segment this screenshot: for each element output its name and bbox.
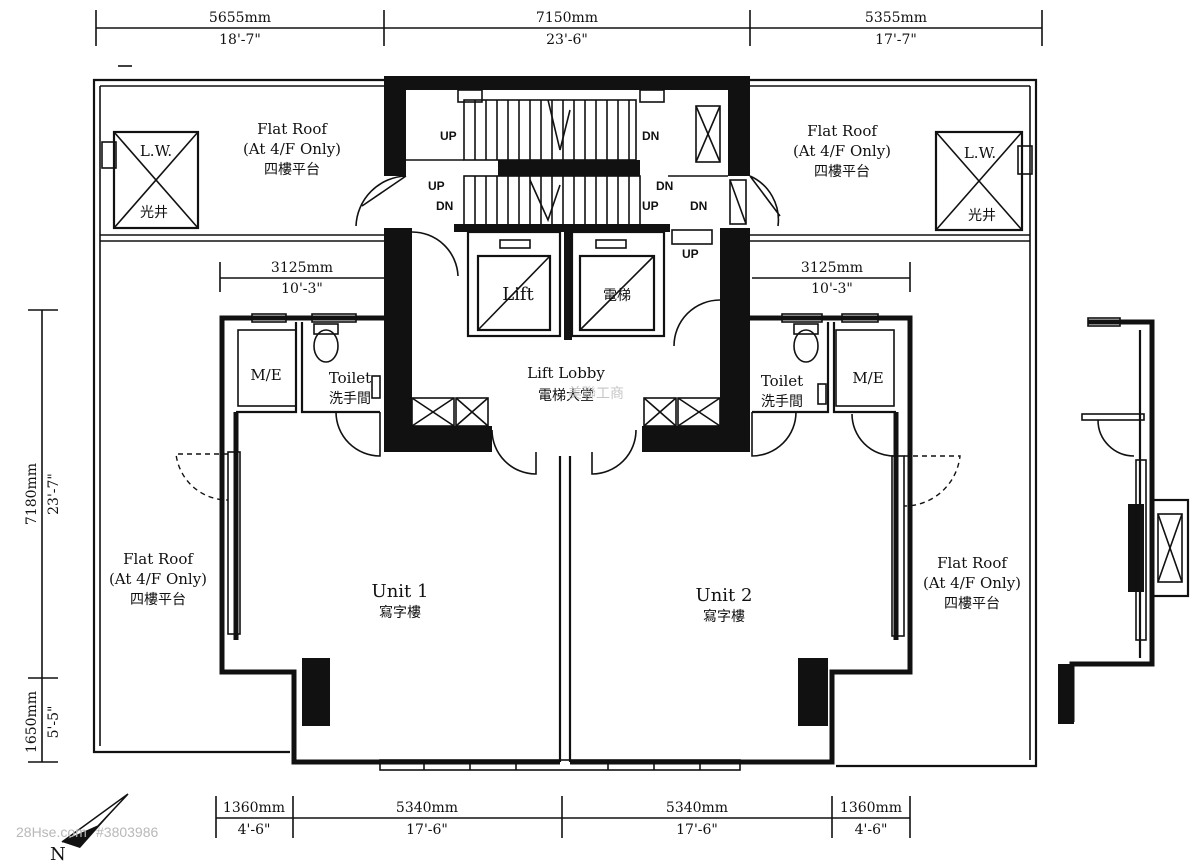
stair-dn-4: DN — [690, 199, 707, 213]
bottom-dim-4-mm: 1360mm — [840, 800, 902, 816]
bottom-dim-1-ft: 4'-6" — [238, 822, 271, 838]
stair-up-1: UP — [440, 129, 457, 143]
riser-duct-right-2 — [729, 179, 747, 225]
lift-label-zh: 電梯 — [603, 288, 631, 304]
core-window-right — [639, 89, 665, 103]
top-dim-2-ft: 23'-6" — [546, 32, 588, 48]
flat-roof-tl-subtitle: (At 4/F Only) — [243, 140, 341, 158]
top-dim-1-ft: 18'-7" — [219, 32, 261, 48]
unit1-balcony-door — [175, 453, 229, 501]
flat-roof-mr-zh: 四樓平台 — [944, 596, 1000, 612]
toilet-left-label-en: Toilet — [329, 369, 371, 387]
watermark-site: 28Hse.com — [16, 824, 87, 840]
stair-flights — [463, 99, 641, 227]
bottom-dim-3-ft: 17'-6" — [676, 822, 718, 838]
light-well-right — [934, 130, 1033, 232]
lobby-ducts — [411, 397, 721, 427]
lift-label-en: Lift — [502, 284, 534, 305]
flat-roof-tr-subtitle: (At 4/F Only) — [793, 142, 891, 160]
flat-roof-tl-zh: 四樓平台 — [264, 162, 320, 178]
inner-dim-left-mm: 3125mm — [271, 260, 333, 276]
stair-up-3: UP — [642, 199, 659, 213]
flat-roof-tr-zh: 四樓平台 — [814, 164, 870, 180]
lift-car-right — [570, 230, 666, 338]
top-dim-3-ft: 17'-7" — [875, 32, 917, 48]
flat-roof-tr-title: Flat Roof — [807, 122, 878, 140]
stair-dn-2: DN — [436, 199, 453, 213]
unit2-entry-door — [591, 429, 637, 475]
bottom-dim-4-ft: 4'-6" — [855, 822, 888, 838]
north-arrow-label: N — [50, 844, 66, 865]
light-well-left-zh: 光井 — [140, 205, 168, 221]
unit2-label-zh: 寫字樓 — [703, 608, 745, 625]
lobby-door-arc-left — [411, 231, 459, 277]
toilet-left-room — [236, 322, 381, 457]
unit1-column — [302, 658, 330, 726]
me-left-label: M/E — [250, 366, 281, 384]
inner-dimension-lines — [219, 262, 911, 292]
flat-roof-ml-title: Flat Roof — [123, 550, 194, 568]
top-dimension-line — [95, 10, 1043, 46]
light-well-right-en: L.W. — [964, 144, 996, 162]
toilet-right-room — [751, 322, 896, 457]
unit1-label-zh: 寫字樓 — [379, 604, 421, 621]
side-dim-main-ft: 23'-7" — [46, 473, 62, 515]
inner-dim-right-mm: 3125mm — [801, 260, 863, 276]
stair-door-left — [355, 175, 407, 227]
inner-dim-right-ft: 10'-3" — [811, 281, 853, 297]
riser-duct-right — [695, 105, 721, 163]
bottom-dim-1-mm: 1360mm — [223, 800, 285, 816]
flat-roof-ml-zh: 四樓平台 — [130, 592, 186, 608]
unit2-column — [798, 658, 828, 726]
lift-car-left — [466, 230, 562, 338]
inner-dim-left-ft: 10'-3" — [281, 281, 323, 297]
north-arrow-icon — [61, 793, 129, 848]
toilet-right-label-en: Toilet — [761, 372, 803, 390]
flat-roof-tl-title: Flat Roof — [257, 120, 328, 138]
lobby-door-arc-right — [673, 299, 721, 347]
bottom-dim-3-mm: 5340mm — [666, 800, 728, 816]
lobby-label-en: Lift Lobby — [527, 364, 605, 382]
stair-door-right — [749, 175, 781, 227]
light-well-left — [101, 130, 200, 230]
stair-dn-1: DN — [642, 129, 659, 143]
side-dimension-line — [28, 309, 58, 763]
facade-windows — [227, 313, 905, 771]
stair-up-4: UP — [682, 247, 699, 261]
watermark-ref: #3803986 — [96, 824, 159, 840]
unit1-entry-door — [491, 429, 537, 475]
top-dim-1-mm: 5655mm — [209, 10, 271, 26]
lobby-label-zh: 電梯大堂 — [538, 388, 594, 404]
roof-outline — [92, 65, 1038, 768]
stair-dn-3: DN — [656, 179, 673, 193]
unit1-label-en: Unit 1 — [372, 581, 429, 602]
lobby-grille — [671, 229, 713, 245]
side-dim-lower-ft: 5'-5" — [46, 706, 62, 739]
me-right-label: M/E — [852, 369, 883, 387]
toilet-left-label-zh: 洗手間 — [329, 391, 371, 407]
stair-arrows — [406, 99, 728, 223]
unit-outer-walls — [219, 315, 913, 765]
toilet-right-label-zh: 洗手間 — [761, 394, 803, 410]
side-dim-main-mm: 7180mm — [24, 463, 40, 525]
flat-roof-mr-subtitle: (At 4/F Only) — [923, 574, 1021, 592]
light-well-left-en: L.W. — [140, 142, 172, 160]
watermark-agent: 美聯工商 — [568, 385, 624, 401]
light-well-right-zh: 光井 — [968, 208, 996, 224]
unit2-balcony-door — [903, 455, 961, 507]
unit2-label-en: Unit 2 — [696, 585, 753, 606]
stair-up-2: UP — [428, 179, 445, 193]
flat-roof-ml-subtitle: (At 4/F Only) — [109, 570, 207, 588]
top-dim-2-mm: 7150mm — [536, 10, 598, 26]
side-dim-lower-mm: 1650mm — [24, 691, 40, 753]
top-dim-3-mm: 5355mm — [865, 10, 927, 26]
bottom-dim-2-mm: 5340mm — [396, 800, 458, 816]
adjacent-building-fragment — [1058, 317, 1190, 724]
bottom-dimension-line — [215, 796, 911, 838]
core-walls — [384, 76, 750, 452]
bottom-dim-2-ft: 17'-6" — [406, 822, 448, 838]
core-window-left — [457, 89, 483, 103]
flat-roof-mr-title: Flat Roof — [937, 554, 1008, 572]
